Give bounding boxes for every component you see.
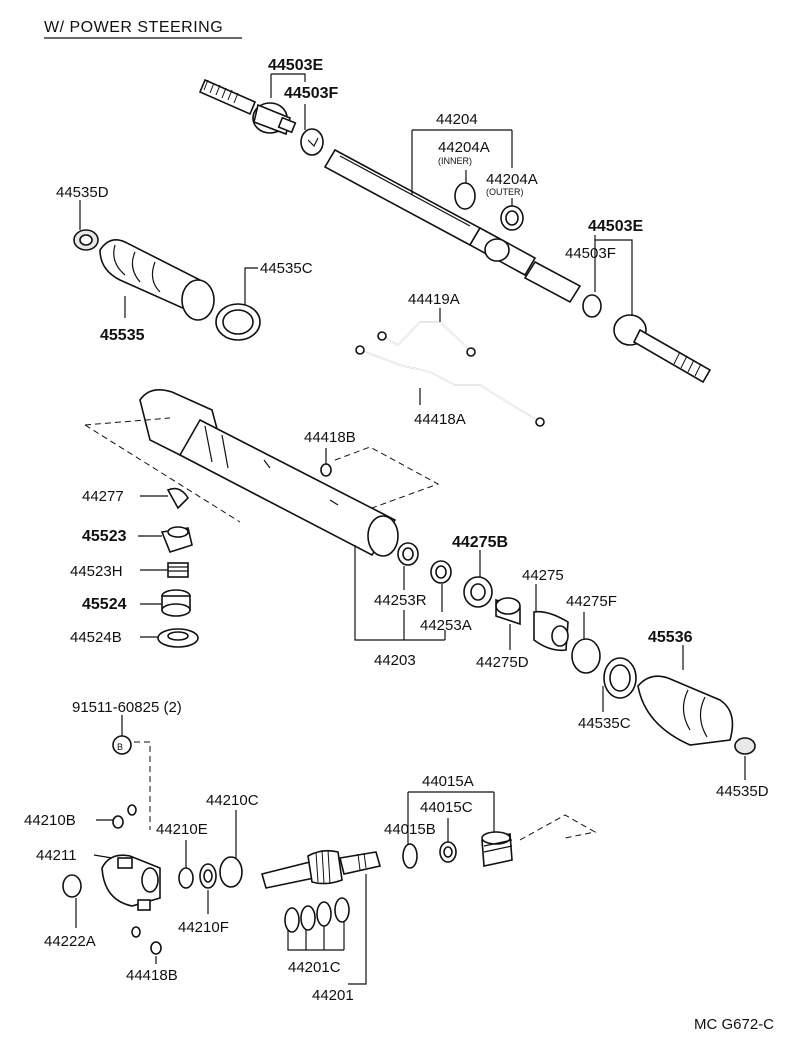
tube-44419A xyxy=(377,321,476,357)
label-44503E-right: 44503E xyxy=(588,218,643,235)
leader-lines xyxy=(75,73,746,985)
dust-seal-44222A xyxy=(62,874,82,898)
bearing-44015A xyxy=(481,831,513,867)
tube-44418A xyxy=(355,345,545,427)
label-44419A: 44419A xyxy=(408,291,460,308)
label-44210E: 44210E xyxy=(156,821,208,838)
label-44204A-outer: 44204A xyxy=(486,171,538,188)
bolt-91511: B xyxy=(112,735,132,755)
label-44253R: 44253R xyxy=(374,592,427,609)
label-44418B-top: 44418B xyxy=(304,429,356,446)
oring-44015B xyxy=(402,843,418,869)
guide-dash-a xyxy=(84,417,171,426)
label-45524: 45524 xyxy=(82,596,127,613)
seal-44277 xyxy=(166,487,190,510)
tie-rod-end-left xyxy=(198,78,297,136)
diagram-title: W/ POWER STEERING xyxy=(44,19,223,36)
oring-44204A-inner xyxy=(454,182,476,210)
rack-bar xyxy=(323,148,582,304)
clamp-44535D-bottom xyxy=(734,737,756,755)
valve-housing-44211 xyxy=(101,854,161,911)
label-45536: 45536 xyxy=(648,629,693,646)
seal-rings-44201C xyxy=(284,897,350,933)
label-44523H: 44523H xyxy=(70,563,123,580)
label-44275: 44275 xyxy=(522,567,564,584)
oil-seal-44015C xyxy=(439,841,457,863)
lock-washer-44503F-top xyxy=(300,128,324,156)
label-44275F: 44275F xyxy=(566,593,617,610)
rack-guide-45523 xyxy=(160,526,193,553)
label-44203: 44203 xyxy=(374,652,416,669)
pinion-axis-guide xyxy=(84,424,241,523)
label-44535C-top: 44535C xyxy=(260,260,313,277)
valve-assembly-44201 xyxy=(261,849,382,889)
clamp-44535D-top xyxy=(73,229,99,251)
oil-seal-44253R xyxy=(397,542,419,566)
valve-guide-dash xyxy=(519,814,597,841)
label-45535: 45535 xyxy=(100,327,145,344)
label-44535D-top: 44535D xyxy=(56,184,109,201)
cylinder-end-stopper-44275 xyxy=(533,610,569,652)
label-44201: 44201 xyxy=(312,987,354,1004)
callout-labels: 44503E 44503F 44204 44204A (INNER) 44204… xyxy=(24,57,774,1033)
label-44418B-bottom: 44418B xyxy=(126,967,178,984)
boot-45535 xyxy=(99,239,215,321)
footer-code: MC G672-C xyxy=(694,1016,774,1033)
label-44277: 44277 xyxy=(82,488,124,505)
label-44015B: 44015B xyxy=(384,821,436,838)
label-44210F: 44210F xyxy=(178,919,229,936)
boot-45536 xyxy=(637,675,734,746)
clamp-44535C-bottom xyxy=(603,657,637,699)
rack-housing-44203 xyxy=(139,389,399,557)
label-44211: 44211 xyxy=(36,847,77,864)
label-44253A: 44253A xyxy=(420,617,472,634)
label-44524B: 44524B xyxy=(70,629,122,646)
bearing-44210F xyxy=(199,863,217,889)
snap-ring-44210C xyxy=(219,856,243,888)
spring-44523H xyxy=(167,562,189,578)
clamp-44535C-top xyxy=(215,303,261,341)
label-44222A: 44222A xyxy=(44,933,96,950)
small-part-44210B-upper xyxy=(127,804,137,816)
bushing-44275B xyxy=(463,576,493,608)
label-44418A: 44418A xyxy=(414,411,466,428)
label-45523: 45523 xyxy=(82,528,127,545)
label-44535C-bottom: 44535C xyxy=(578,715,631,732)
label-44275B: 44275B xyxy=(452,534,508,551)
label-44201C: 44201C xyxy=(288,959,341,976)
collar-44275D xyxy=(495,597,521,626)
label-44535D-bottom: 44535D xyxy=(716,783,769,800)
label-44210B: 44210B xyxy=(24,812,76,829)
label-44204A-inner: 44204A xyxy=(438,139,490,156)
label-44275D: 44275D xyxy=(476,654,529,671)
oring-44275F xyxy=(571,638,601,674)
label-outer-note: (OUTER) xyxy=(486,187,524,197)
label-44204: 44204 xyxy=(436,111,478,128)
label-44503F-top: 44503F xyxy=(284,85,338,102)
label-44210C: 44210C xyxy=(206,792,259,809)
lock-washer-44503F-right xyxy=(582,294,602,318)
label-inner-note: (INNER) xyxy=(438,156,472,166)
oring-44204A-outer xyxy=(500,205,524,231)
plug-44210B xyxy=(112,815,124,829)
cap-44418B-top xyxy=(320,463,332,477)
bolt-guide-dash xyxy=(134,741,151,830)
label-44015C: 44015C xyxy=(420,799,473,816)
spring-cap-45524 xyxy=(161,589,191,617)
label-44015A: 44015A xyxy=(422,773,474,790)
label-44503F-right: 44503F xyxy=(565,245,616,262)
oil-seal-44210E xyxy=(178,867,194,889)
label-44503E-top: 44503E xyxy=(268,57,323,74)
label-91511: 91511-60825 (2) xyxy=(72,699,182,716)
bolt-marker-label: B xyxy=(117,742,123,752)
cap-44418B-bottom xyxy=(131,926,162,955)
lock-nut-44524B xyxy=(157,628,199,648)
oil-seal-44253A xyxy=(430,560,452,584)
tie-rod-end-right xyxy=(613,314,712,384)
